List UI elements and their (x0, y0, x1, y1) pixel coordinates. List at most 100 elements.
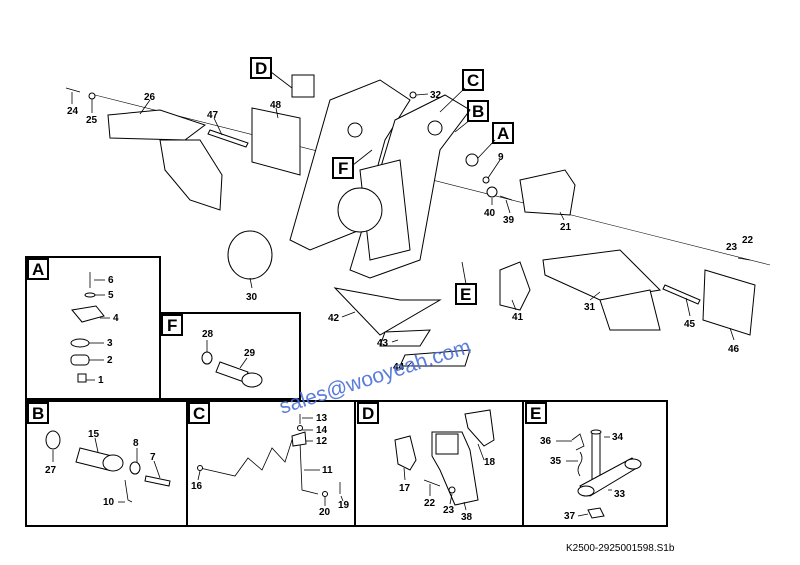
split-pin-10 (124, 479, 133, 503)
callout-10: 10 (103, 497, 115, 508)
view-b-letter: B (472, 102, 484, 121)
pivot-right (427, 120, 443, 136)
callout-30: 30 (246, 292, 258, 303)
callout-15: 15 (88, 429, 100, 440)
detail-b-label-box (27, 402, 49, 424)
callout-3: 3 (107, 338, 113, 349)
view-c-box (462, 69, 484, 91)
callout-40: 40 (484, 208, 496, 219)
callout-17: 17 (399, 483, 411, 494)
detail-b: B 27 15 8 7 10 (25, 400, 188, 527)
mount-block-d (291, 74, 315, 98)
callout-47: 47 (207, 110, 219, 121)
bolt-32 (409, 91, 417, 99)
fitting-16 (197, 465, 203, 471)
callout-39: 39 (503, 215, 515, 226)
frame-bore (337, 187, 383, 233)
callout-23: 23 (726, 242, 738, 253)
main-leaders (71, 92, 735, 367)
detail-d-label-box (357, 402, 379, 424)
callout-4: 4 (113, 313, 119, 324)
callout-41: 41 (512, 312, 524, 323)
main-assembly: 24 25 26 47 48 32 9 40 39 21 23 22 30 42… (65, 57, 771, 373)
ring-a (465, 153, 479, 167)
guard-21 (519, 169, 576, 216)
callout-27: 27 (45, 465, 57, 476)
pivot-left (347, 122, 363, 138)
callout-42: 42 (328, 313, 340, 324)
callout-19: 19 (338, 500, 350, 511)
callout-43: 43 (377, 338, 389, 349)
plate-48 (251, 107, 301, 176)
cover-30 (227, 230, 273, 280)
callout-46: 46 (728, 344, 740, 355)
callout-21: 21 (560, 222, 572, 233)
callout-18: 18 (484, 457, 496, 468)
detail-a: A 6 5 4 3 2 1 (25, 256, 161, 400)
washer-27 (45, 430, 61, 450)
mount-38-top (435, 433, 459, 455)
plate-17 (394, 435, 417, 471)
bracket-45 (662, 284, 701, 305)
view-a-letter: A (497, 124, 509, 143)
callout-44: 44 (393, 362, 405, 373)
callout-6: 6 (108, 275, 114, 286)
hose-11 (199, 439, 319, 495)
callout-8: 8 (133, 438, 139, 449)
callout-14: 14 (316, 425, 328, 436)
detail-d-letter: D (362, 404, 374, 423)
plate-46 (702, 269, 756, 336)
watermark-text: sales@wooyeah.com (276, 335, 473, 419)
callout-29: 29 (244, 348, 256, 359)
detail-e: E 34 36 35 33 37 (522, 400, 668, 527)
washer-3 (70, 338, 90, 348)
pin-34-head (590, 429, 602, 435)
callout-16: 16 (191, 481, 203, 492)
view-c-letter: C (467, 71, 479, 90)
chain-35 (577, 451, 583, 477)
callout-1: 1 (98, 375, 104, 386)
detail-e-label-box (525, 402, 547, 424)
detail-f-label-box (161, 314, 183, 336)
callout-34: 34 (612, 432, 624, 443)
callout-11: 11 (322, 465, 333, 476)
callout-31: 31 (584, 302, 596, 313)
washer-20 (322, 491, 328, 497)
detail-f-frame (159, 312, 301, 400)
bushing-2 (70, 354, 90, 366)
callout-48: 48 (270, 100, 282, 111)
detail-e-frame (522, 400, 668, 527)
bracket-18 (464, 409, 495, 447)
washer-8 (129, 461, 141, 475)
view-d-box (250, 57, 272, 79)
pin-37 (587, 507, 605, 519)
bolt-22-d (423, 479, 441, 487)
bracket-4 (71, 305, 105, 323)
callout-22: 22 (742, 235, 754, 246)
bolt-7 (144, 475, 171, 487)
drawing-reference: K2500-2925001598.S1b (566, 543, 675, 554)
nut-1 (77, 373, 87, 383)
detail-f-leaders (206, 340, 248, 369)
view-f-box (332, 157, 354, 179)
pin-15-head (102, 454, 124, 472)
callout-37: 37 (564, 511, 576, 522)
detail-d: D 18 17 22 23 38 (354, 400, 524, 527)
cover-41 (499, 261, 531, 311)
clamp-12 (291, 431, 307, 447)
callout-45: 45 (684, 319, 696, 330)
callout-28: 28 (202, 329, 214, 340)
left-fender-top (107, 109, 207, 141)
detail-c: C 13 14 12 11 16 20 19 (186, 400, 356, 527)
callout-20: 20 (319, 507, 331, 518)
detail-c-label-box (188, 402, 210, 424)
bolt-39 (499, 195, 513, 201)
bolt-22 (737, 257, 751, 261)
detail-c-letter: C (193, 404, 205, 423)
clip-36 (571, 433, 585, 451)
detail-a-letter: A (32, 260, 44, 279)
callout-22-d: 22 (424, 498, 436, 509)
callout-35: 35 (550, 456, 562, 467)
callout-24: 24 (67, 106, 79, 117)
